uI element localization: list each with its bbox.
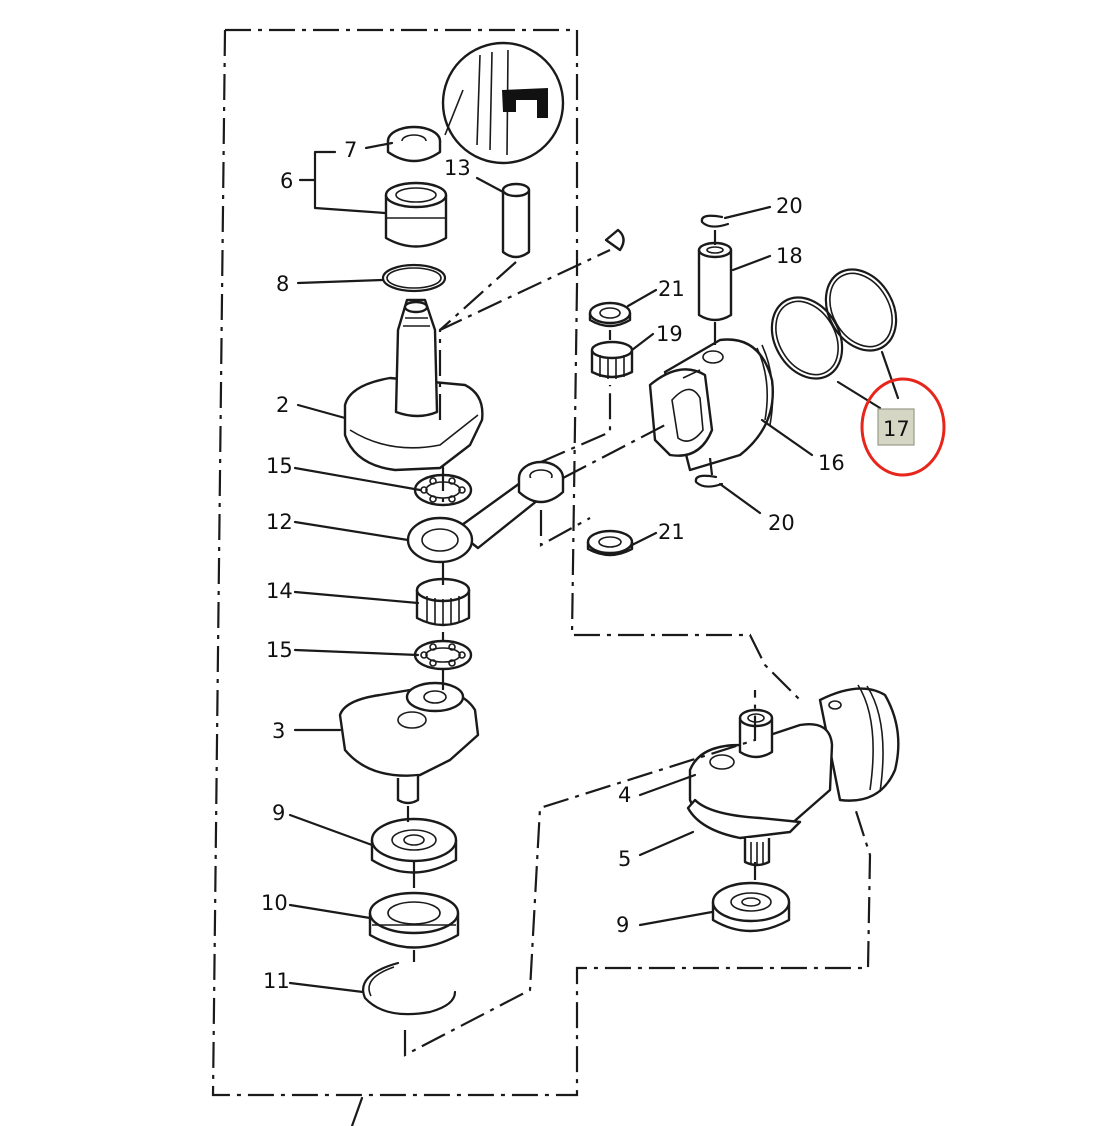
callout-21-lower: 21 bbox=[658, 520, 685, 544]
piston-part-16 bbox=[648, 338, 774, 472]
clip-part-20-lower bbox=[694, 474, 724, 488]
callout-11: 11 bbox=[263, 969, 290, 993]
assembly-boundary bbox=[211, 28, 872, 1126]
callout-3: 3 bbox=[272, 719, 285, 743]
callout-15-lower: 15 bbox=[266, 638, 293, 662]
callout-13: 13 bbox=[444, 156, 471, 180]
bearing-part-15-lower bbox=[413, 639, 473, 671]
upper-crank-part-2 bbox=[343, 298, 484, 472]
pin-part-13 bbox=[501, 182, 531, 259]
callout-19: 19 bbox=[656, 322, 683, 346]
callout-12: 12 bbox=[266, 510, 293, 534]
clip-part-20-upper bbox=[700, 214, 730, 228]
callout-2: 2 bbox=[276, 393, 289, 417]
callout-21-upper: 21 bbox=[658, 277, 685, 301]
callout-9-right: 9 bbox=[616, 913, 629, 937]
callout-10: 10 bbox=[261, 891, 288, 915]
ball-bearing-part-9-right bbox=[711, 881, 791, 933]
needle-bearing-part-19 bbox=[590, 340, 634, 379]
connecting-rod-part-12 bbox=[406, 460, 565, 564]
oil-seal-part-10 bbox=[368, 891, 460, 949]
leader-lines bbox=[288, 141, 900, 994]
callout-6: 6 bbox=[280, 169, 293, 193]
ball-bearing-part-9-left bbox=[370, 817, 458, 874]
oil-seal-part-7 bbox=[386, 125, 442, 163]
washer-part-21-lower bbox=[586, 529, 634, 557]
woodruff-key bbox=[604, 228, 625, 252]
callout-18: 18 bbox=[776, 244, 803, 268]
callout-8: 8 bbox=[276, 272, 289, 296]
callout-7: 7 bbox=[344, 138, 357, 162]
callout-17: 17 bbox=[883, 417, 910, 441]
callout-17-box bbox=[877, 408, 915, 446]
highlighted-callout-17[interactable]: 17 bbox=[860, 377, 946, 477]
piston-pin-part-18 bbox=[697, 241, 733, 322]
callout-9-left: 9 bbox=[272, 801, 285, 825]
callout-15-upper: 15 bbox=[266, 454, 293, 478]
callout-14: 14 bbox=[266, 579, 293, 603]
callout-20-lower: 20 bbox=[768, 511, 795, 535]
callout-5: 5 bbox=[618, 847, 631, 871]
needle-bearing-part-14 bbox=[415, 577, 471, 627]
callout-labels: 7 6 13 8 2 15 12 14 15 3 9 10 11 20 18 2… bbox=[261, 138, 845, 993]
lower-crank-part-3 bbox=[338, 681, 480, 805]
piston-rings-part-17 bbox=[770, 268, 898, 380]
callout-20-upper: 20 bbox=[776, 194, 803, 218]
bearing-part-6 bbox=[384, 181, 448, 248]
highlight-circle bbox=[860, 377, 946, 477]
crank-assembly-parts-4-5 bbox=[686, 684, 900, 867]
callout-16: 16 bbox=[818, 451, 845, 475]
assembly-lines bbox=[403, 230, 757, 1057]
washer-part-21-upper bbox=[588, 301, 632, 328]
detail-inset bbox=[441, 41, 565, 165]
callout-4: 4 bbox=[618, 783, 631, 807]
o-ring-part-8 bbox=[381, 263, 447, 293]
circlip-part-11 bbox=[362, 961, 457, 1016]
